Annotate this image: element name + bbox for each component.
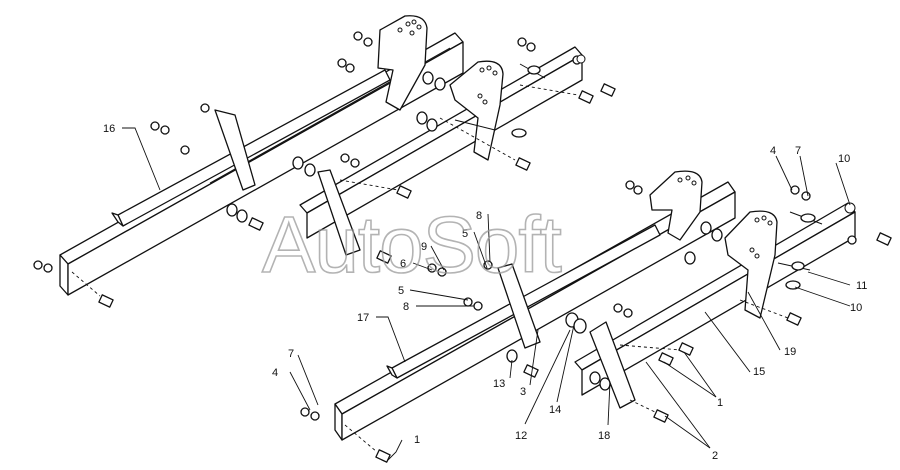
upper-mounting-plate-left [377, 15, 428, 111]
callout-6: 6 [400, 258, 406, 270]
callout-5-upper: 5 [462, 228, 468, 240]
callout-8-upper: 8 [476, 210, 482, 222]
callout-3: 3 [520, 386, 526, 398]
upper-nuts-washers [33, 31, 582, 273]
leader-lines [122, 127, 851, 461]
upper-mounting-plate-right [449, 60, 504, 161]
callout-18: 18 [598, 430, 610, 442]
watermark: AutoSoft [262, 200, 562, 289]
callout-4-lower: 4 [272, 367, 278, 379]
callout-10-upper: 10 [838, 153, 850, 165]
callout-14: 14 [549, 404, 561, 416]
callout-8-lower: 8 [403, 301, 409, 313]
callout-10-lower: 10 [850, 302, 862, 314]
callout-16: 16 [103, 123, 115, 135]
upper-bracket-left [214, 109, 361, 256]
callout-13: 13 [493, 378, 505, 390]
upper-spacers [226, 71, 446, 223]
upper-frame-assembly [33, 15, 616, 308]
lower-pins [777, 202, 856, 290]
lower-frame-assembly [300, 170, 892, 463]
callout-11: 11 [856, 280, 867, 292]
callout-15: 15 [753, 366, 765, 378]
callout-labels: 16 4 7 10 8 5 9 6 5 8 17 11 10 19 15 7 4… [103, 123, 867, 462]
callout-2: 2 [712, 450, 718, 462]
lower-mounting-plate-right-19 [724, 210, 778, 319]
callout-12: 12 [515, 430, 527, 442]
upper-pins [454, 54, 586, 138]
callout-7-upper: 7 [795, 145, 801, 157]
callout-9: 9 [421, 241, 427, 253]
upper-reinforcing-strip-16 [111, 69, 391, 227]
callout-1-right: 1 [717, 397, 723, 409]
callout-7-lower: 7 [288, 348, 294, 360]
callout-5-lower: 5 [398, 285, 404, 297]
callout-17: 17 [357, 312, 369, 324]
callout-19: 19 [784, 346, 796, 358]
upper-bolts [71, 83, 616, 308]
callout-1-lower: 1 [414, 434, 420, 446]
callout-4-upper: 4 [770, 145, 776, 157]
lower-mounting-plate-left [649, 170, 703, 241]
